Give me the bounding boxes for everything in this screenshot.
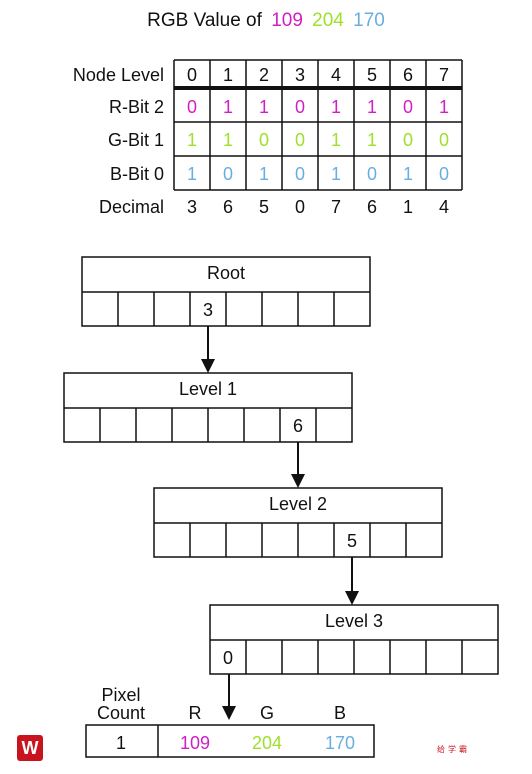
title-prefix: RGB Value of [147,10,262,31]
node-level-1: 1 [223,65,233,85]
decimal-value: 7 [331,197,341,217]
bit-cell: 1 [331,164,341,184]
bit-cell: 1 [259,97,269,117]
brand-watermark: 给学霸 [437,745,470,754]
row-label-g-bit-1: G-Bit 1 [108,130,164,150]
bit-cell: 1 [331,130,341,150]
leaf-frame [85,724,375,758]
decimal-value: 5 [259,197,269,217]
decimal-value: 3 [187,197,197,217]
arrow-root-to-level1-head [201,359,215,373]
tree-active-slot-3: 0 [223,648,233,668]
bit-cell: 0 [367,164,377,184]
row-label-b-bit-0: B-Bit 0 [110,164,164,184]
arrow-level1-to-level2-head [291,474,305,488]
node-level-5: 5 [367,65,377,85]
decimal-value: 6 [223,197,233,217]
tree-node-label-0: Root [207,263,245,283]
bit-cell: 0 [295,130,305,150]
bit-cell: 1 [439,97,449,117]
arrow-level3-to-leaf-head [222,706,236,720]
bit-cell: 0 [295,97,305,117]
bit-cell: 1 [367,97,377,117]
bit-cell: 0 [403,97,413,117]
node-level-6: 6 [403,65,413,85]
bit-cell: 0 [403,130,413,150]
site-logo: W [17,735,43,761]
node-level-3: 3 [295,65,305,85]
node-level-4: 4 [331,65,341,85]
leaf-g-value: 204 [252,733,282,753]
arrow-level2-to-level3-head [345,591,359,605]
bit-cell: 1 [223,130,233,150]
bit-cell: 1 [259,164,269,184]
bit-cell: 1 [187,164,197,184]
title-r-value: 109 [271,10,303,31]
bit-cell: 1 [367,130,377,150]
bit-cell: 0 [187,97,197,117]
title-b-value: 170 [353,10,385,31]
bit-cell: 0 [295,164,305,184]
decimal-value: 6 [367,197,377,217]
node-level-0: 0 [187,65,197,85]
decimal-value: 4 [439,197,449,217]
node-level-2: 2 [259,65,269,85]
decimal-value: 1 [403,197,413,217]
pixel-count-label-line1: Pixel [101,685,140,705]
leaf-b-label: B [334,703,346,723]
diagram-title: RGB Value of 109 204 170 [0,10,532,32]
node-level-label: Node Level [73,65,164,85]
leaf-r-label: R [189,703,202,723]
bit-cell: 0 [439,130,449,150]
decimal-label: Decimal [99,197,164,217]
leaf-b-value: 170 [325,733,355,753]
tree-active-slot-0: 3 [203,300,213,320]
tree-active-slot-1: 6 [293,416,303,436]
bit-cell: 0 [439,164,449,184]
tree-active-slot-2: 5 [347,531,357,551]
tree-node-label-1: Level 1 [179,379,237,399]
bit-cell: 1 [187,130,197,150]
title-g-value: 204 [312,10,344,31]
decimal-value: 0 [295,197,305,217]
pixel-count-value: 1 [116,733,126,753]
tree-node-label-3: Level 3 [325,611,383,631]
row-label-r-bit-2: R-Bit 2 [109,97,164,117]
table-header-separator [174,86,462,90]
leaf-g-label: G [260,703,274,723]
bit-cell: 1 [403,164,413,184]
tree-node-label-2: Level 2 [269,494,327,514]
leaf-r-value: 109 [180,733,210,753]
bit-cell: 1 [223,97,233,117]
bit-cell: 0 [223,164,233,184]
node-level-7: 7 [439,65,449,85]
pixel-count-label-line2: Count [97,703,145,723]
bit-cell: 1 [331,97,341,117]
bit-cell: 0 [259,130,269,150]
